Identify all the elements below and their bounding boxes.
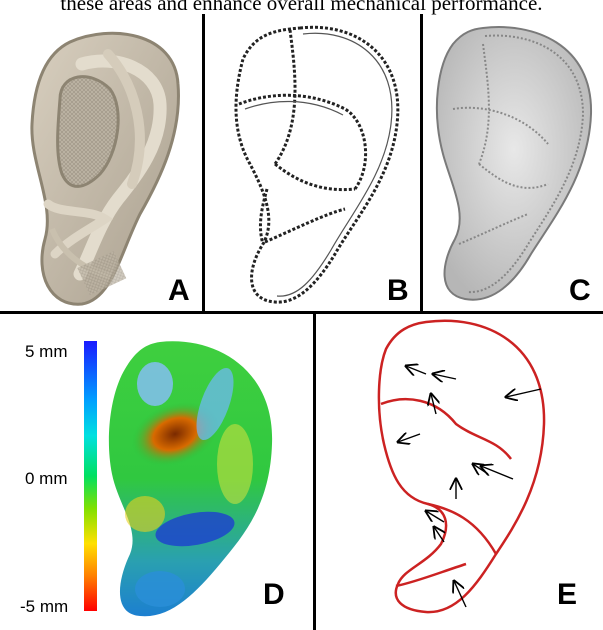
panel-a: A xyxy=(0,14,202,311)
panel-label-c: C xyxy=(569,276,591,306)
grey-ear-image xyxy=(423,14,603,311)
colorbar xyxy=(84,341,97,611)
wire-scaffold-drawing xyxy=(205,14,420,311)
panel-label-e: E xyxy=(557,580,577,610)
panel-label-b: B xyxy=(387,276,409,306)
panel-label-d: D xyxy=(263,580,285,610)
panel-e: E xyxy=(316,314,603,630)
panel-c: C xyxy=(423,14,603,311)
panel-label-a: A xyxy=(168,276,190,306)
panel-d: 5 mm 0 mm -5 mm D xyxy=(0,314,313,630)
ear-model-image xyxy=(0,14,202,311)
panel-b: B xyxy=(205,14,420,311)
